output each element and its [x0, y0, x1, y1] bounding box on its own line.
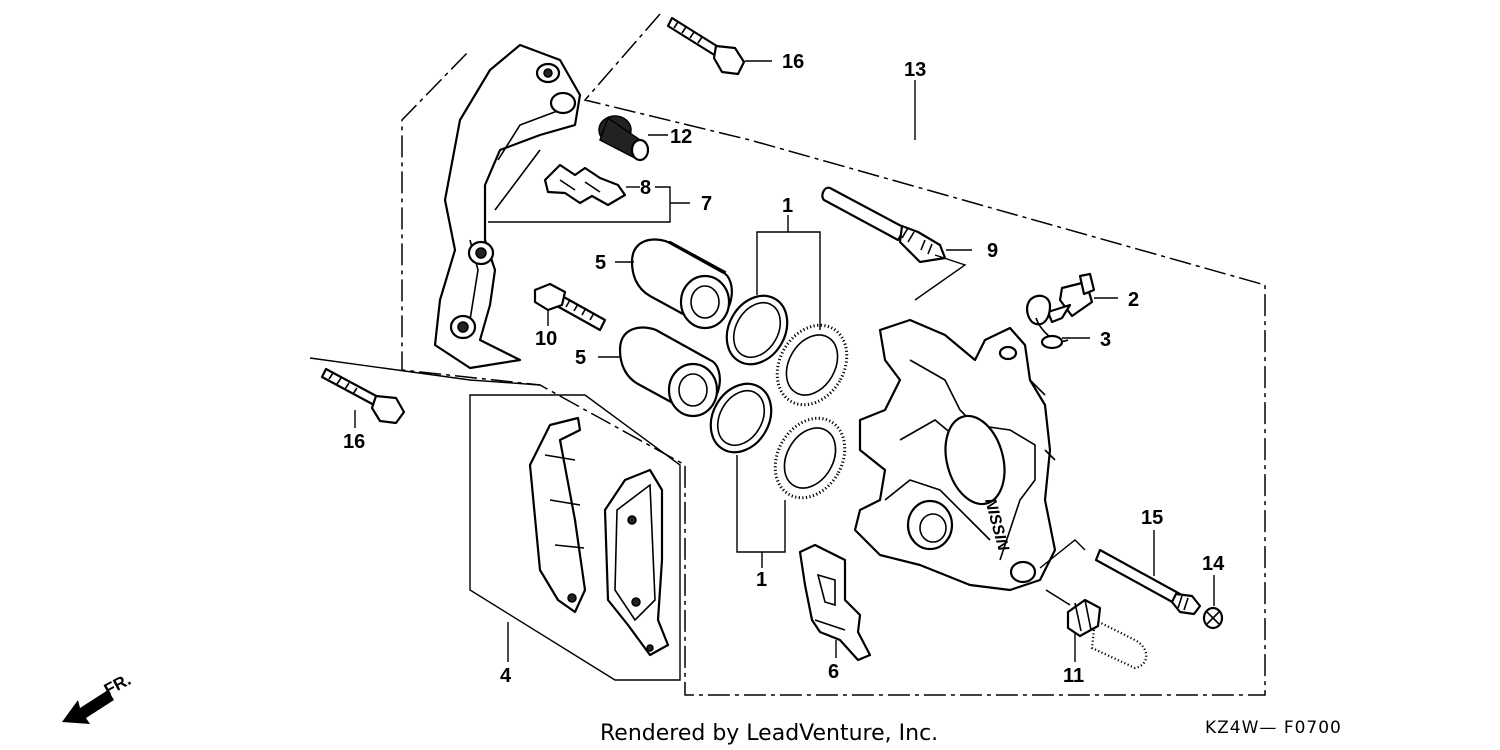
caliper-body: NISSIN	[853, 318, 1057, 592]
callout-5-lower: 5	[575, 347, 586, 369]
callout-3: 3	[1100, 329, 1111, 351]
callout-12: 12	[670, 126, 692, 148]
callout-16-top: 16	[782, 51, 804, 73]
bleeder-valve-2	[1046, 272, 1096, 324]
pad-spring-8	[543, 163, 627, 207]
dust-seal-upper-outer	[775, 323, 849, 407]
brake-pad-left	[528, 416, 587, 614]
pin-boot-12	[598, 115, 650, 162]
callout-1-top: 1	[782, 195, 793, 217]
dust-seal-lower-outer	[773, 416, 847, 500]
diagram-code: KZ4W— F0700	[1205, 718, 1342, 738]
piston-seal-lower-inner	[709, 382, 773, 454]
bolt-16-top	[666, 16, 746, 76]
render-credit: Rendered by LeadVenture, Inc.	[600, 721, 938, 746]
callout-8: 8	[640, 177, 651, 199]
callout-4: 4	[500, 665, 512, 687]
callout-9: 9	[987, 240, 998, 262]
pad-group-outline-4	[469, 394, 681, 681]
front-direction-indicator: FR.	[62, 670, 134, 724]
bracket-group-outline	[309, 357, 541, 386]
callout-5-upper: 5	[595, 252, 606, 274]
brake-pad-right	[603, 468, 670, 657]
callout-6: 6	[828, 661, 839, 683]
piston-seal-upper-inner	[725, 294, 789, 366]
callout-7: 7	[701, 193, 712, 215]
front-arrow-icon	[62, 690, 114, 724]
callout-13: 13	[904, 59, 926, 81]
bleeder-cap-3	[1026, 294, 1069, 350]
piston-upper-5	[630, 238, 733, 330]
pad-retainer-6	[798, 543, 872, 662]
bolt-16-left	[320, 367, 406, 425]
callout-15: 15	[1141, 507, 1163, 529]
callout-16-left: 16	[343, 431, 365, 453]
slide-pin-11	[1045, 589, 1148, 670]
slide-pin-15	[1094, 548, 1202, 616]
piston-lower-5	[618, 326, 721, 418]
callout-14: 14	[1202, 553, 1225, 575]
pin-bolt-10	[533, 282, 607, 332]
assembly-outline-13	[401, 13, 1266, 696]
slide-pin-9	[821, 186, 947, 264]
callout-11: 11	[1063, 665, 1084, 687]
callout-2: 2	[1128, 289, 1139, 311]
callout-1-bottom: 1	[756, 569, 767, 591]
plug-14	[1202, 606, 1224, 630]
caliper-bracket	[433, 43, 582, 370]
callout-10: 10	[535, 328, 557, 350]
